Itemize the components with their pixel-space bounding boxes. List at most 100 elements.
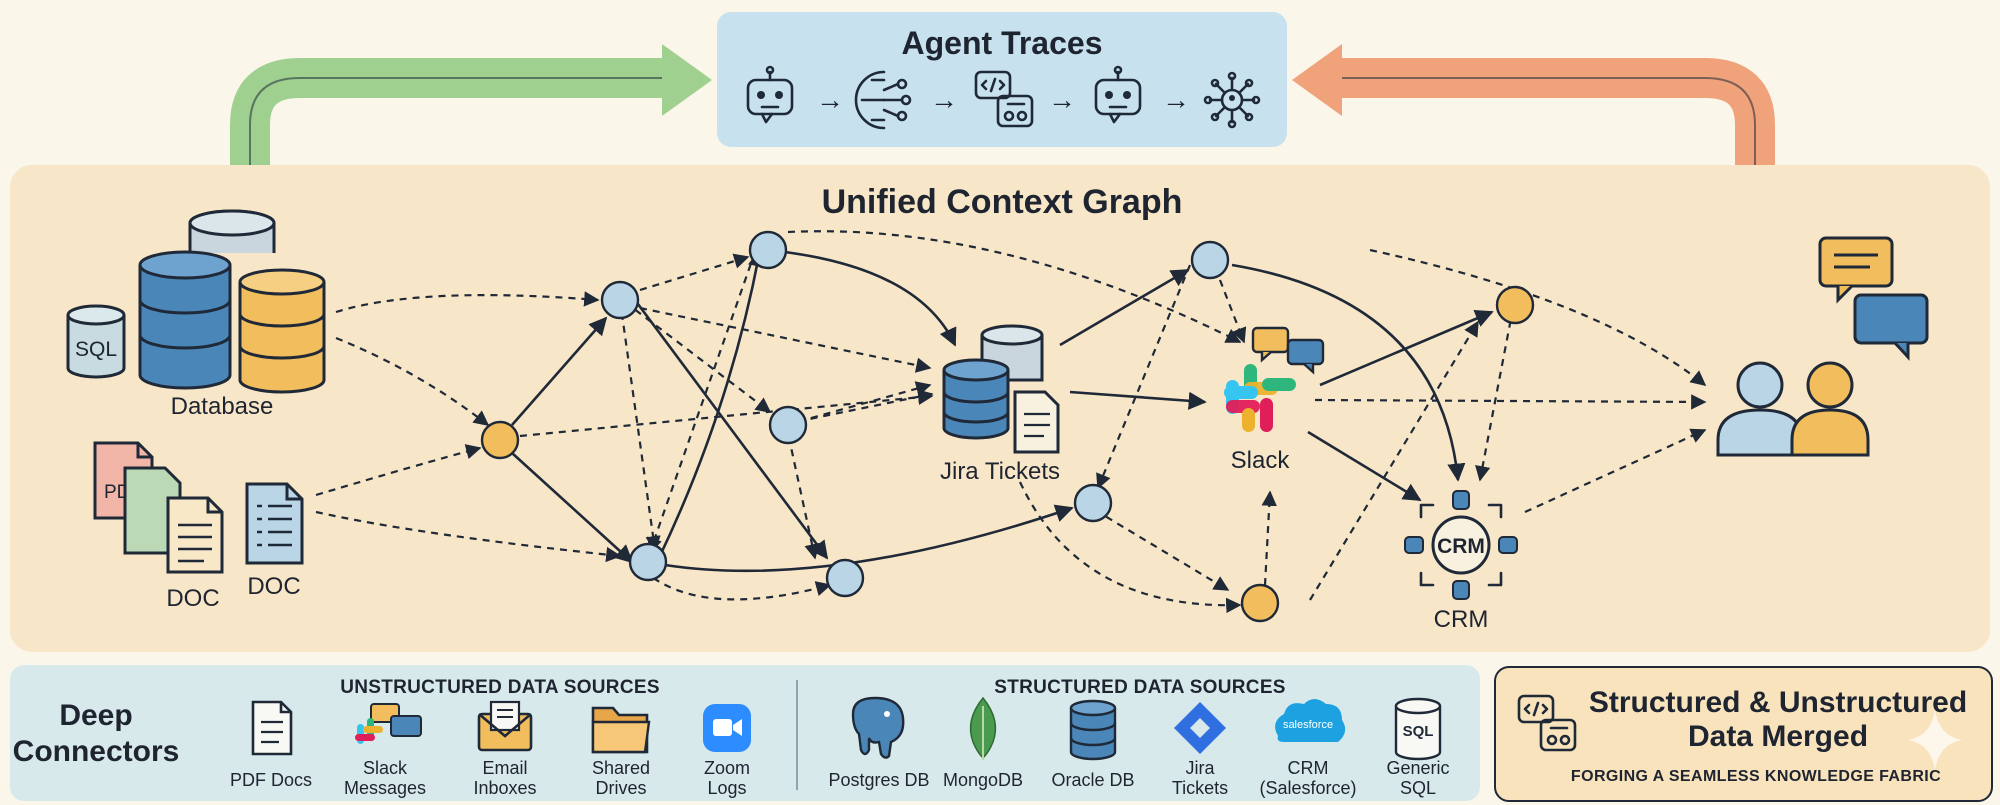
connector-label: Shared [592, 758, 650, 778]
pdf-doc-icon [251, 700, 293, 756]
graph-edge [1261, 490, 1277, 586]
robot-icon [1094, 65, 1142, 124]
sql-cylinder-icon [66, 304, 126, 379]
graph-edge [1319, 310, 1494, 387]
merged-panel: Structured & Unstructured Data Merged FO… [1494, 666, 1993, 802]
graph-edge [511, 452, 634, 564]
graph-node [768, 405, 808, 445]
sql-badge: SQL [1403, 723, 1434, 740]
postgres-icon [851, 696, 905, 759]
slack-label: Slack [1231, 447, 1291, 474]
merged-title-line2: Data Merged [1688, 720, 1868, 753]
graph-edge [1369, 248, 1707, 386]
agent-traces-title: Agent Traces [902, 25, 1103, 61]
unstructured-header: UNSTRUCTURED DATA SOURCES [340, 677, 660, 698]
sql-label: SQL [75, 338, 117, 361]
connectors-title-line2: Connectors [13, 735, 180, 768]
connector-label: Email [482, 758, 527, 778]
connector-label: MongoDB [943, 770, 1023, 790]
connector-label: Zoom [704, 758, 750, 778]
doc-stack-label: DOC [166, 585, 219, 612]
graph-node [480, 420, 520, 460]
connector-label: CRM [1288, 758, 1329, 778]
graph-node [1190, 240, 1230, 280]
connector-label: Slack [363, 758, 408, 778]
graph-edge [1059, 268, 1190, 347]
document-cluster-icon: PDF DOC DOC [93, 441, 304, 612]
graph-edge [1096, 264, 1192, 490]
connector-label: Tickets [1172, 778, 1228, 798]
code-tools-icon [974, 70, 1034, 128]
graph-edge [1231, 263, 1466, 482]
graph-edge [511, 316, 608, 426]
graph-edge [618, 299, 661, 552]
jira-icon [1174, 702, 1226, 754]
salesforce-badge: salesforce [1283, 719, 1333, 731]
graph-edge [656, 248, 766, 561]
graph-node [1073, 483, 1113, 523]
code-tools-icon [1517, 694, 1577, 752]
users-icon [1716, 236, 1929, 457]
trace-arrow-glyph: → [930, 84, 958, 115]
graph-edge [630, 295, 829, 560]
graph-node [748, 230, 788, 270]
graph-edge [1069, 390, 1207, 410]
connector-label: Logs [707, 778, 746, 798]
connector-label: Jira [1185, 758, 1215, 778]
connector-label: Oracle DB [1051, 770, 1134, 790]
database-label: Database [171, 393, 274, 420]
doc-single-label: DOC [247, 573, 300, 600]
context-graph-title: Unified Context Graph [822, 183, 1183, 221]
connectors-title-line1: Deep [59, 699, 132, 732]
graph-edge [1307, 430, 1422, 502]
graph-edges [315, 230, 1707, 614]
merged-subtitle: FORGING A SEAMLESS KNOWLEDGE FABRIC [1571, 768, 1941, 785]
network-hub-icon [1203, 71, 1261, 129]
connector-label: Drives [595, 778, 646, 798]
connector-label: SQL [1400, 778, 1436, 798]
brain-gear-icon [854, 70, 912, 130]
graph-edge [1309, 320, 1479, 601]
crm-hub-icon: CRM [1404, 490, 1518, 600]
folder-icon [591, 706, 651, 754]
agent-traces-panel: Agent Traces → → → [717, 12, 1287, 147]
graph-node [1495, 285, 1535, 325]
jira-tickets-label: Jira Tickets [940, 458, 1060, 485]
graph-node [600, 280, 640, 320]
sql-db-icon: SQL [1394, 697, 1442, 761]
graph-nodes [480, 230, 1535, 623]
database-icon [1069, 699, 1117, 761]
email-inbox-icon [477, 700, 533, 752]
graph-edge [1524, 428, 1707, 514]
sparkle-icon [1908, 710, 1962, 770]
database-cluster-icon: SQL Database [66, 209, 326, 420]
deep-connectors-panel: Deep Connectors UNSTRUCTURED DATA SOURCE… [10, 665, 1480, 801]
green-feedback-arrow [230, 44, 712, 165]
connector-label: Messages [344, 778, 426, 798]
trace-arrow-glyph: → [816, 84, 844, 115]
connector-label: (Salesforce) [1259, 778, 1356, 798]
connector-label: Postgres DB [828, 770, 929, 790]
graph-node [825, 558, 865, 598]
salesforce-cloud-icon: salesforce [1275, 699, 1346, 742]
graph-edge [787, 230, 1242, 343]
graph-edge [639, 253, 750, 292]
graph-edge [315, 444, 482, 497]
structured-header: STRUCTURED DATA SOURCES [994, 677, 1286, 698]
graph-edge [642, 569, 832, 601]
robot-icon [746, 65, 794, 124]
graph-edge [784, 423, 820, 560]
trace-arrow-glyph: → [1162, 84, 1190, 115]
graph-edge [315, 510, 622, 563]
mongodb-leaf-icon [969, 696, 997, 760]
graph-edge [335, 291, 600, 314]
jira-tickets-icon: Jira Tickets [940, 324, 1060, 485]
graph-edge [639, 306, 932, 373]
zoom-icon [703, 704, 751, 752]
graph-node [1240, 583, 1280, 623]
orange-feedback-arrow [1292, 44, 1775, 165]
graph-edge [647, 251, 757, 554]
trace-arrow-glyph: → [1048, 84, 1076, 115]
connector-label: Inboxes [473, 778, 536, 798]
